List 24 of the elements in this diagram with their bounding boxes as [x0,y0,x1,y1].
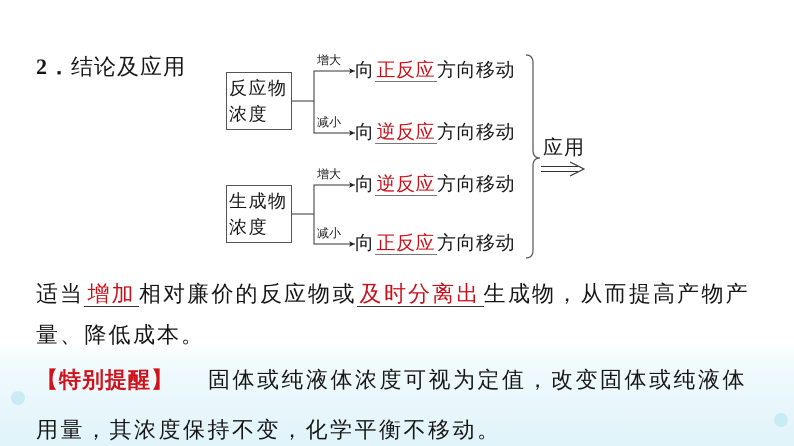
statement-text: 向 [355,60,374,81]
answer-blank: 正反应 [374,233,437,255]
edge-label: 增大 [317,167,341,181]
statement-text: 方向移动 [437,122,515,143]
heading: 2．结论及应用 [36,53,186,81]
answer-blank: 正反应 [374,60,437,82]
statement-text: 向 [355,233,374,254]
statement-text: 方向移动 [437,233,515,254]
statement-text: 方向移动 [437,174,515,195]
note-text: 【特别提醒】 固体或纯液体浓度可视为定值，改变固体或纯液体用量，其浓度保持不变，化学平衡不移动。 [36,366,748,444]
answer-blank: 逆反应 [374,174,437,196]
apply-label: 应用 [543,136,585,160]
term-box: 反应物浓度 [226,72,292,130]
answer-blank: 逆反应 [374,122,437,144]
connector-arrow [292,214,356,247]
statement-text: 向 [355,174,374,195]
connector-arrow [292,100,356,136]
edge-label: 减小 [317,226,341,240]
statement-text: 向 [355,122,374,143]
edge-label: 减小 [317,115,341,129]
paragraph-text: 适当 增加 相对廉价的反应物或 及时分离出 生成物，从而提高产物产量、降低成本。 [36,280,751,349]
statement-text: 方向移动 [437,60,515,81]
term-box: 生成物浓度 [226,185,292,243]
edge-label: 增大 [317,53,341,67]
